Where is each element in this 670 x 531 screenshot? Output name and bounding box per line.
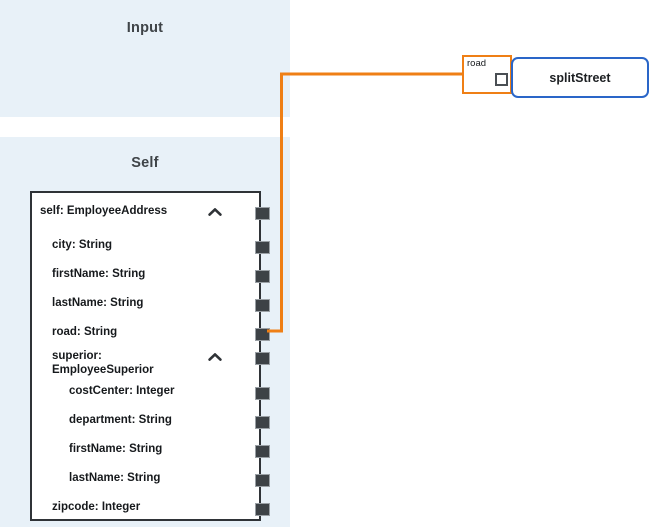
type-tree-row-label: lastName: String bbox=[52, 297, 144, 309]
type-tree-row[interactable]: lastName: String bbox=[32, 297, 270, 317]
type-tree-row[interactable]: costCenter: Integer bbox=[32, 385, 270, 405]
type-tree-row-label: zipcode: Integer bbox=[52, 501, 141, 513]
output-port-square[interactable] bbox=[255, 241, 270, 254]
type-tree-row[interactable]: road: String bbox=[32, 326, 270, 346]
road-port-label: road bbox=[467, 58, 487, 69]
output-port-square[interactable] bbox=[255, 474, 270, 487]
input-panel: Input bbox=[0, 0, 290, 117]
output-port-square[interactable] bbox=[255, 387, 270, 400]
output-port-square[interactable] bbox=[255, 299, 270, 312]
split-street-node[interactable]: splitStreet bbox=[511, 57, 649, 98]
output-port-square[interactable] bbox=[255, 503, 270, 516]
output-port-square[interactable] bbox=[255, 328, 270, 341]
type-tree-row-label: lastName: String bbox=[69, 472, 161, 484]
type-tree-row[interactable]: city: String bbox=[32, 239, 270, 259]
output-port-square[interactable] bbox=[255, 207, 270, 220]
input-port-square-icon[interactable] bbox=[495, 73, 508, 86]
type-tree-row-label: superior: EmployeeSuperior bbox=[52, 350, 154, 376]
road-input-port[interactable]: road bbox=[462, 55, 512, 94]
type-tree-row-label: road: String bbox=[52, 326, 118, 338]
output-port-square[interactable] bbox=[255, 445, 270, 458]
split-street-label: splitStreet bbox=[549, 70, 611, 85]
type-tree-row-label: self: EmployeeAddress bbox=[40, 205, 168, 217]
input-panel-title: Input bbox=[126, 20, 164, 36]
type-tree-row[interactable]: zipcode: Integer bbox=[32, 501, 270, 521]
self-type-tree: self: EmployeeAddress city: String firstNa… bbox=[30, 191, 270, 521]
type-tree-row[interactable]: lastName: String bbox=[32, 472, 270, 492]
output-port-square[interactable] bbox=[255, 352, 270, 365]
type-tree-row-label: firstName: String bbox=[52, 268, 146, 280]
type-tree-row[interactable]: superior: EmployeeSuperior bbox=[32, 350, 270, 376]
output-port-square[interactable] bbox=[255, 270, 270, 283]
type-tree-row[interactable]: department: String bbox=[32, 414, 270, 434]
self-panel-title: Self bbox=[131, 155, 159, 171]
type-tree-row[interactable]: firstName: String bbox=[32, 268, 270, 288]
type-tree-row[interactable]: firstName: String bbox=[32, 443, 270, 463]
type-tree-row-label: department: String bbox=[69, 414, 172, 426]
output-port-square[interactable] bbox=[255, 416, 270, 429]
type-tree-row[interactable]: self: EmployeeAddress bbox=[32, 205, 270, 225]
chevron-up-icon[interactable] bbox=[208, 207, 222, 217]
type-tree-row-label: firstName: String bbox=[69, 443, 163, 455]
chevron-up-icon[interactable] bbox=[208, 352, 222, 362]
type-tree-row-label: costCenter: Integer bbox=[69, 385, 175, 397]
type-tree-row-label: city: String bbox=[52, 239, 113, 251]
